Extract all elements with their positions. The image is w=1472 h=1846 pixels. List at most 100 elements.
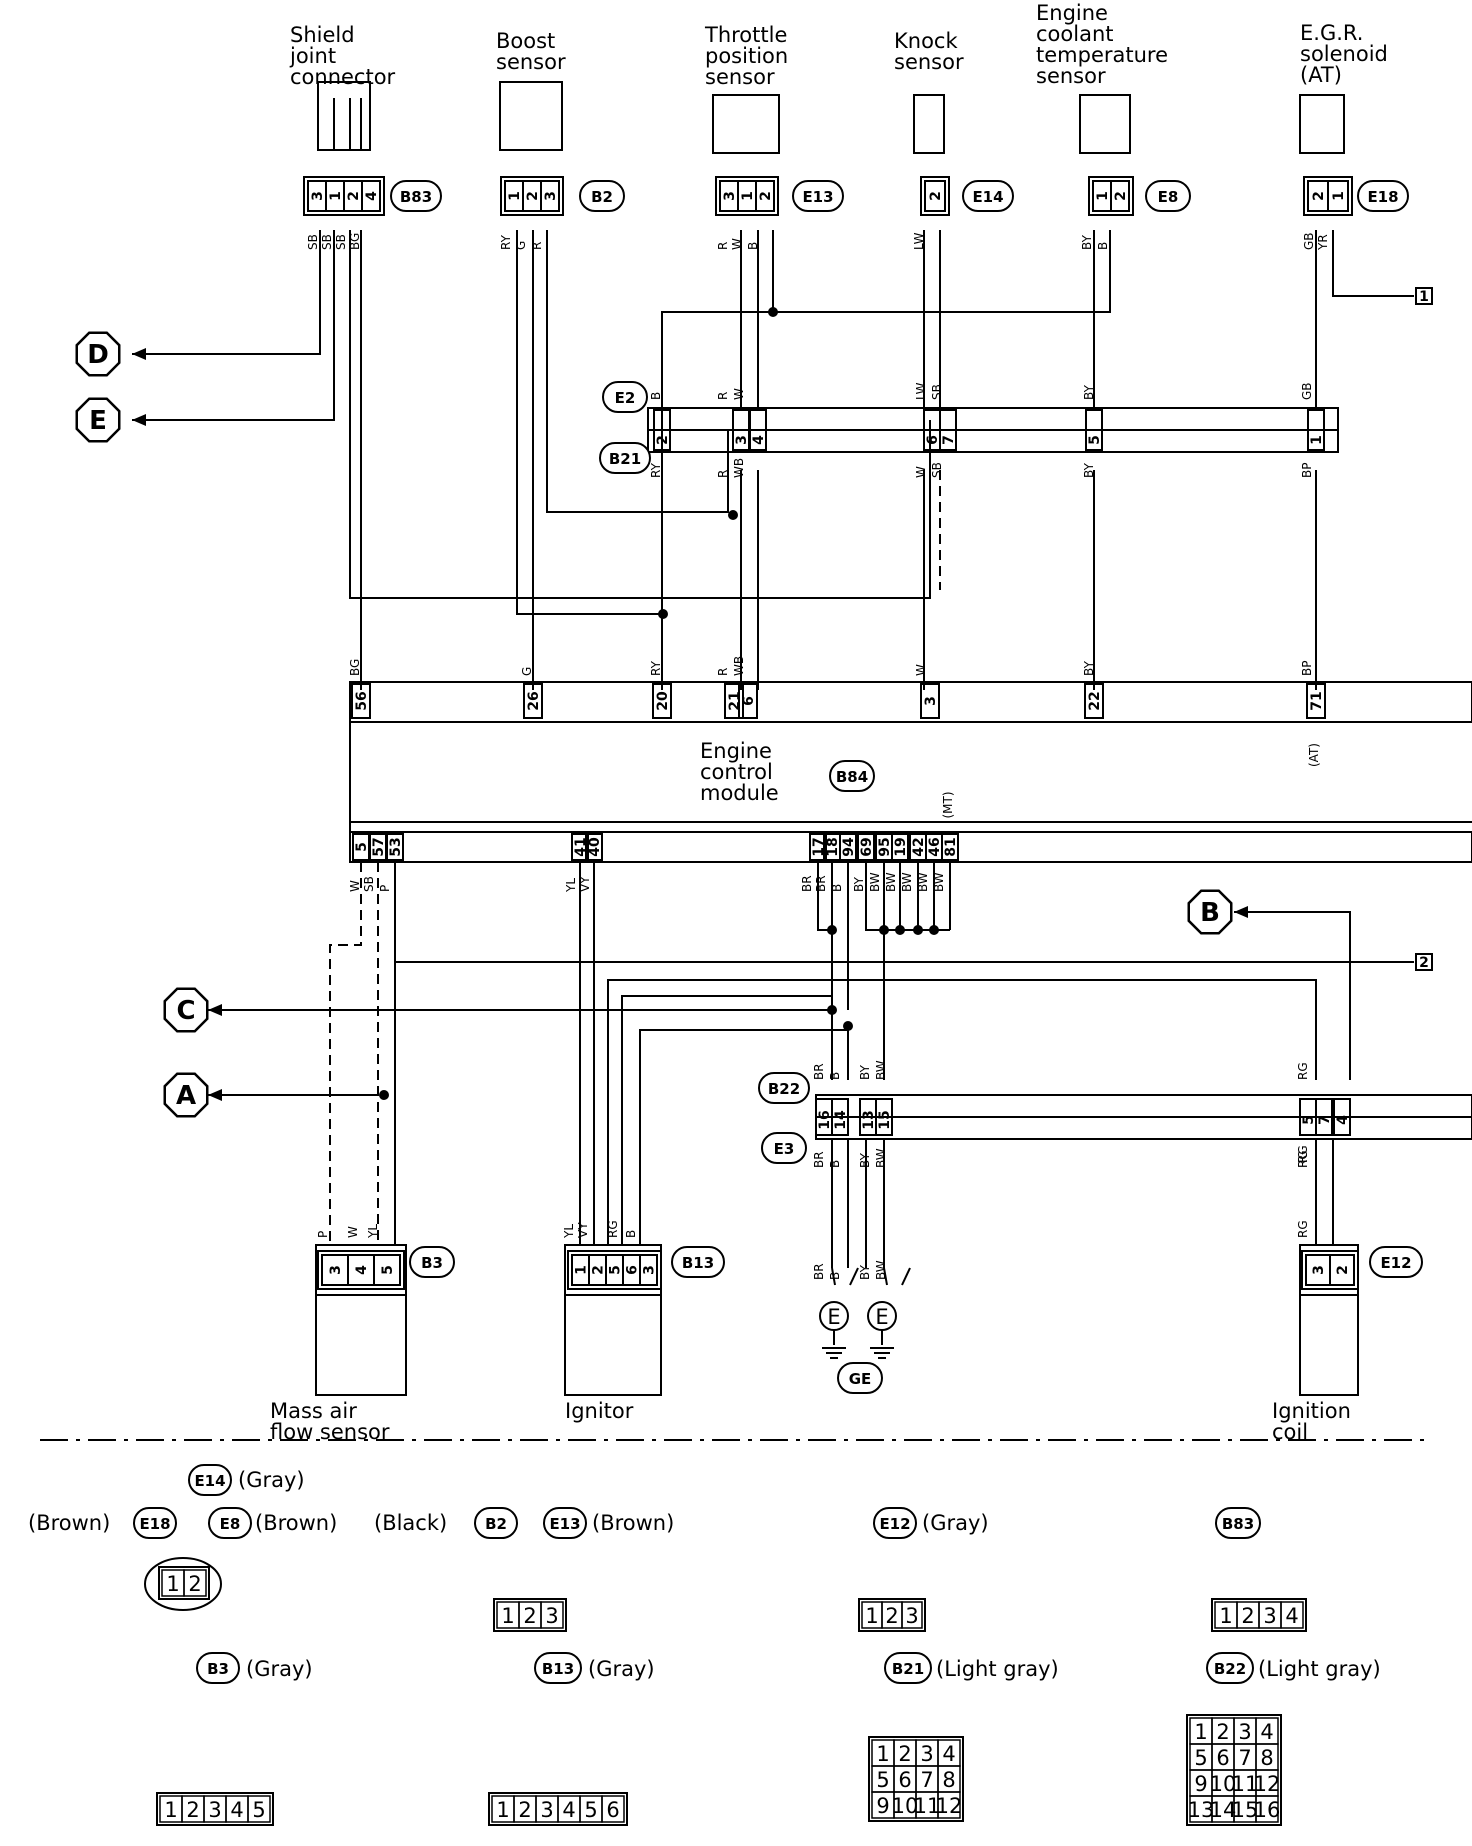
wire-color: B: [828, 1072, 842, 1080]
wire-color: BY: [1082, 660, 1096, 676]
wire-color: G: [520, 667, 534, 676]
legend-face-5-num: 4: [230, 1798, 243, 1822]
ge-tag-label: GE: [849, 1370, 872, 1388]
legend-face-3b-outline: [858, 1598, 926, 1632]
legend-face-16-num: 14: [1210, 1798, 1237, 1822]
legend-b21-label: B21: [892, 1660, 924, 1678]
wire-color: BR: [812, 1063, 826, 1080]
splice-dot: [768, 307, 778, 317]
wire-color: BG: [348, 659, 362, 676]
ecm-top-strip: [349, 681, 1472, 723]
b2-pin-num: 2: [525, 191, 541, 201]
wire-color: R: [530, 242, 544, 250]
legend-face-3a-outline: [493, 1598, 567, 1632]
ecm-pin-num: 95: [877, 837, 893, 856]
e14-tag: [962, 180, 1014, 212]
e13-pin-num: 1: [740, 191, 756, 201]
ecm-pin-num: 69: [859, 837, 875, 856]
splice-dot: [658, 609, 668, 619]
legend-face-6-num: 3: [540, 1798, 553, 1822]
e2-tag: [602, 381, 648, 413]
legend-face-12-num: 12: [936, 1794, 963, 1818]
b2-tag-label: B2: [591, 188, 613, 206]
wire-color: BP: [1300, 463, 1314, 478]
ecm-pin-num: 40: [587, 837, 603, 857]
ecm-pin-num: 46: [927, 837, 943, 856]
b21-tag-label: B21: [609, 450, 641, 468]
ecm-pin: [652, 683, 672, 719]
e18-tag: [1357, 180, 1409, 212]
b84-tag-label: B84: [836, 768, 868, 786]
b84-tag: [829, 760, 875, 792]
wire-color: B: [624, 1230, 638, 1238]
wire-color: SB: [320, 234, 334, 250]
wire-color: W: [348, 880, 362, 892]
splice-dot: [843, 1021, 853, 1031]
e18-pin-num: 1: [1331, 191, 1347, 201]
legend-face-3a-cell: [540, 1601, 564, 1629]
wire: [516, 230, 663, 615]
ecm-pin-num: 18: [825, 837, 841, 856]
wire-color: BW: [932, 872, 946, 892]
wire-color: P: [378, 885, 392, 892]
egr-label: E.G.R.solenoid(AT): [1300, 21, 1388, 87]
b22-pin-num: 14: [833, 1110, 849, 1130]
e12-pin-num: 3: [1311, 1265, 1327, 1275]
legend-e18: [133, 1507, 177, 1539]
wire-color: SB: [362, 876, 376, 892]
wire-color: RG: [1296, 1145, 1310, 1163]
e8-tag: [1145, 180, 1191, 212]
wire-color: B: [830, 884, 844, 892]
inline-pin-num: 5: [1087, 435, 1103, 445]
legend-b13: [534, 1652, 582, 1684]
wire-color: RY: [649, 462, 663, 478]
b83-tag: [390, 180, 442, 212]
legend-b21: [884, 1652, 932, 1684]
legend-face-3a-num: 2: [523, 1604, 536, 1628]
legend-face-5-num: 3: [208, 1798, 221, 1822]
legend-face-4-num: 3: [1263, 1604, 1276, 1628]
legend-b22-label: B22: [1214, 1660, 1246, 1678]
e14-housing: [920, 176, 950, 216]
legend-face-12-num: 6: [898, 1768, 911, 1792]
legend-face-4-cell: [1280, 1601, 1304, 1629]
b13-pin-num: 5: [608, 1265, 624, 1275]
ecm-pin-num: 20: [655, 691, 671, 711]
e18-pin-num: 2: [1311, 191, 1327, 201]
wire-color: W: [730, 238, 744, 250]
wire-color: BY: [858, 1064, 872, 1080]
ecm-pin: [523, 683, 543, 719]
ref-c: [163, 987, 209, 1033]
arrow-head: [132, 348, 146, 360]
legend-e13: [543, 1507, 587, 1539]
ground-circle: [867, 1301, 897, 1331]
b2-pin-num: 3: [543, 191, 559, 201]
legend-face-5-num: 2: [186, 1798, 199, 1822]
wire-color: BW: [868, 872, 882, 892]
arrow-head: [208, 1089, 222, 1101]
legend-face-5-num: 1: [164, 1798, 177, 1822]
legend-face-12-num: 8: [942, 1768, 955, 1792]
wire-color: BW: [874, 1060, 888, 1080]
legend-face-16-num: 7: [1238, 1746, 1251, 1770]
legend-face-16-num: 11: [1232, 1772, 1259, 1796]
wire: [661, 230, 1111, 430]
legend-face-6-num: 6: [606, 1798, 619, 1822]
wire-color: W: [914, 664, 928, 676]
ref-a: [163, 1072, 209, 1118]
b22-pin-num: 15: [877, 1110, 893, 1129]
egr-body: [1299, 94, 1345, 154]
inline-pin-num: 4: [751, 435, 767, 445]
wire-color: P: [316, 1231, 330, 1238]
ref-1-label: 1: [1419, 289, 1429, 305]
legend-face-16-num: 1: [1194, 1720, 1207, 1744]
shield-drain: [349, 230, 931, 599]
ignitor-label: Ignitor: [565, 1399, 634, 1423]
wire: [639, 1029, 849, 1245]
shield-body: [317, 81, 371, 151]
b13-tag: [671, 1246, 725, 1278]
